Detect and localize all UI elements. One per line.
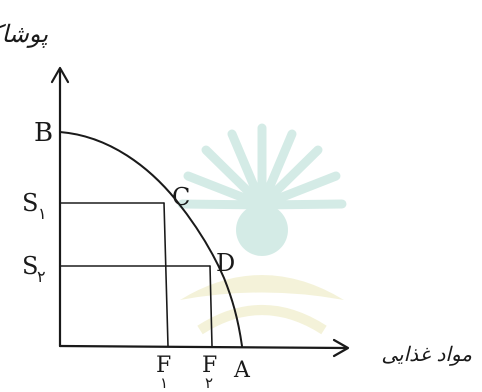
y-axis-arrowhead	[50, 66, 70, 84]
s2-subscript: ۲	[37, 267, 46, 286]
f1-subscript: ۱	[160, 374, 168, 392]
f2-tick-label: F ۲	[202, 353, 217, 392]
s2-letter: S	[22, 252, 38, 280]
point-b-label: B	[34, 118, 53, 148]
watermark-rays	[177, 123, 347, 210]
c-vertical-line	[163, 202, 169, 347]
f2-subscript: ۲	[205, 374, 213, 392]
guide-lines	[59, 202, 213, 347]
x-axis-arrowhead	[332, 338, 350, 358]
ppf-curve	[59, 131, 243, 347]
x-axis	[58, 344, 348, 350]
point-d-label: D	[216, 249, 235, 277]
s2-tick-label: S ۲	[22, 252, 46, 286]
watermark-leaves	[180, 275, 344, 300]
x-axis-label: مواد غذایی	[381, 342, 472, 366]
point-c-label: C	[172, 183, 190, 211]
s1-letter: S	[22, 189, 38, 217]
axes	[50, 66, 350, 358]
watermark-logo	[177, 123, 347, 335]
y-axis-label: پوشاک	[0, 20, 48, 48]
s1-tick-label: S ۱	[22, 189, 47, 223]
watermark-base	[197, 305, 327, 335]
f1-letter: F	[156, 353, 171, 378]
f1-tick-label: F ۱	[156, 353, 171, 392]
watermark-core	[236, 204, 288, 256]
f2-letter: F	[202, 353, 217, 378]
point-a-label: A	[233, 358, 251, 383]
d-vertical-line	[209, 265, 213, 347]
s1-subscript: ۱	[38, 204, 47, 223]
